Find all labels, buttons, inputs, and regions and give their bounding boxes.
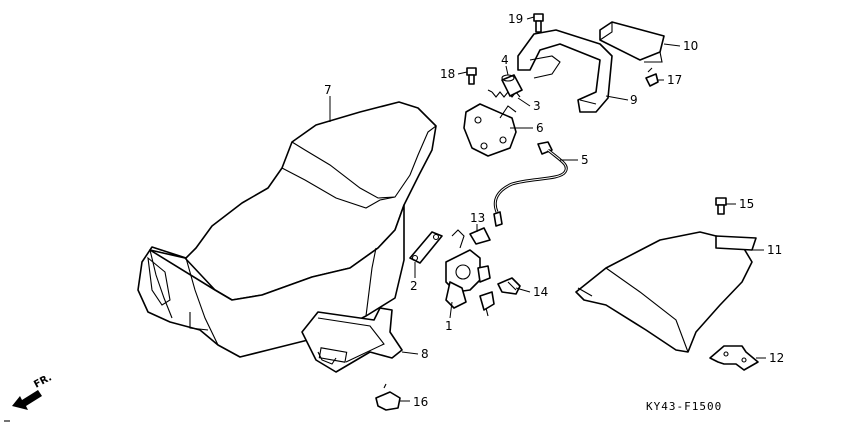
tray-drawing xyxy=(301,307,403,373)
label-collar: 4 xyxy=(501,53,509,67)
label-bolt-18: 18 xyxy=(440,67,455,81)
label-cowl: 11 xyxy=(767,243,782,257)
latch-drawing xyxy=(445,229,495,317)
label-cable: 5 xyxy=(581,153,589,167)
bolt-19-drawing xyxy=(533,13,544,33)
handle-drawing xyxy=(517,29,613,113)
collar-drawing xyxy=(501,74,523,97)
cowl-drawing xyxy=(575,231,757,353)
label-bolt-14: 14 xyxy=(533,285,548,299)
stay-drawing xyxy=(469,227,491,245)
label-tray: 8 xyxy=(421,347,429,361)
knob-drawing xyxy=(375,383,401,411)
bolt-17-drawing xyxy=(645,67,659,87)
bolt-15-drawing xyxy=(715,197,727,215)
part-labels: 7 2 1 13 14 5 6 3 4 18 19 9 10 17 15 11 … xyxy=(324,12,784,409)
bolt-18-drawing xyxy=(466,67,477,85)
label-plate: 10 xyxy=(683,39,698,53)
direction-label: FR. xyxy=(32,372,54,390)
label-stopper: 2 xyxy=(410,279,418,293)
label-handle: 9 xyxy=(630,93,638,107)
label-bolt-19: 19 xyxy=(508,12,523,26)
label-stay: 13 xyxy=(470,211,485,225)
label-bracket: 12 xyxy=(769,351,784,365)
label-hinge: 6 xyxy=(536,121,544,135)
front-direction-arrow-icon: FR. xyxy=(4,372,54,422)
leader-lines xyxy=(329,16,766,402)
label-spring: 3 xyxy=(533,99,541,113)
bracket-drawing xyxy=(709,345,759,371)
label-seat: 7 xyxy=(324,83,332,97)
label-bolt-15: 15 xyxy=(739,197,754,211)
cable-drawing xyxy=(493,141,568,227)
diagram-code: KY43-F1500 xyxy=(646,400,722,413)
hinge-drawing xyxy=(463,103,517,157)
plate-drawing xyxy=(599,21,665,63)
label-latch: 1 xyxy=(445,319,453,333)
bolt-14-drawing xyxy=(497,277,521,295)
stopper-drawing xyxy=(409,231,443,264)
label-bolt-17: 17 xyxy=(667,73,682,87)
label-knob: 16 xyxy=(413,395,428,409)
